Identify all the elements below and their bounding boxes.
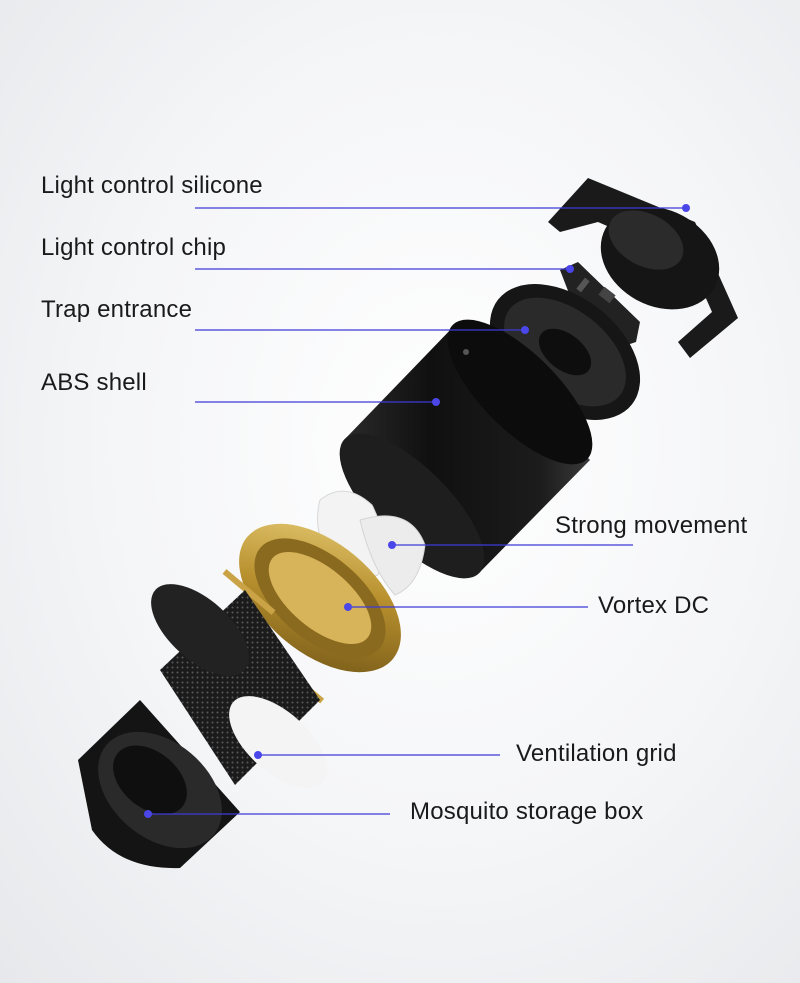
leader-dot-strong-movement [388, 541, 396, 549]
label-trap-entrance: Trap entrance [41, 296, 193, 323]
label-vortex-dc: Vortex DC [598, 592, 710, 619]
label-ventilation-grid: Ventilation grid [516, 740, 677, 767]
leader-dot-mosquito-storage-box [144, 810, 152, 818]
leader-dot-abs-shell [432, 398, 440, 406]
gold-fan [222, 523, 401, 704]
label-light-control-chip: Light control chip [41, 234, 227, 261]
leader-dot-trap-entrance [521, 326, 529, 334]
leader-dot-light-control-silicone [682, 204, 690, 212]
leader-dot-light-control-chip [566, 265, 574, 273]
leader-dots [144, 204, 690, 818]
ventilation-mesh [151, 584, 327, 788]
leader-dot-vortex-dc [344, 603, 352, 611]
leader-lines [148, 207, 686, 815]
label-abs-shell: ABS shell [41, 369, 147, 396]
chip-board [560, 262, 640, 346]
label-mosquito-storage-box: Mosquito storage box [410, 798, 644, 825]
storage-box [78, 700, 240, 869]
label-light-control-silicone: Light control silicone [41, 172, 263, 199]
label-strong-movement: Strong movement [555, 512, 748, 539]
top-cover [548, 178, 738, 358]
abs-shell-body [339, 319, 593, 579]
leader-dot-ventilation-grid [254, 751, 262, 759]
